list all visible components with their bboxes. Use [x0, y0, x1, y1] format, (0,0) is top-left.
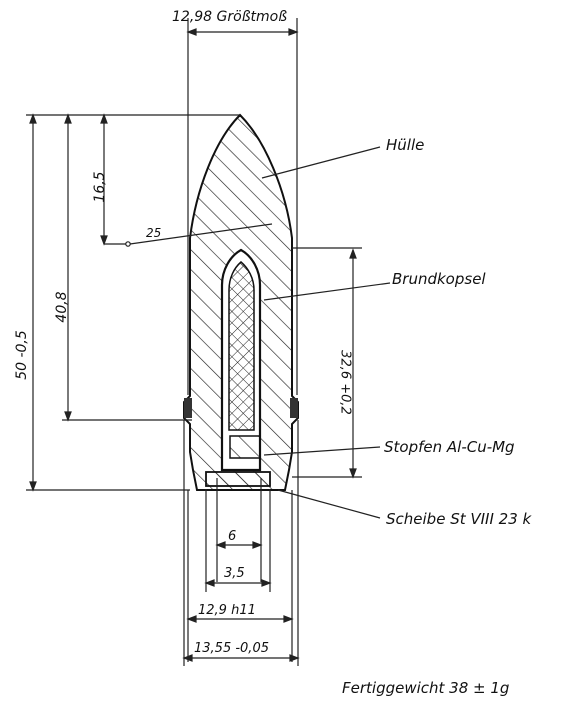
ogive-length-label: 16,5	[92, 171, 108, 203]
projectile-body	[183, 113, 299, 491]
core-length-label: 32,6 +0,2	[337, 350, 353, 415]
radius-label: 25	[146, 226, 162, 240]
plug	[229, 435, 261, 459]
washer-label: Scheibe St VIII 23 k	[386, 510, 532, 528]
bore-outer-label: 3,5	[224, 566, 245, 581]
left-dimension-lines	[26, 113, 273, 492]
primer-label: Brundkopsel	[392, 270, 486, 288]
leader-lines	[261, 146, 391, 519]
body-length-label: 40,8	[54, 291, 70, 323]
bottom-dimension-lines	[182, 420, 300, 666]
top-width-label: 12,98 Größtmoß	[172, 9, 288, 25]
shell-label: Hülle	[386, 136, 425, 154]
overall-length-label: 50 -0,5	[14, 330, 30, 380]
washer	[205, 471, 271, 487]
top-dimension-lines	[186, 18, 299, 395]
finished-weight-label: Fertiggewicht 38 ± 1g	[342, 679, 510, 697]
plug-label: Stopfen Al-Cu-Mg	[384, 438, 515, 456]
band-inner-label: 12,9 h11	[198, 603, 256, 618]
bore-inner-label: 6	[228, 529, 237, 544]
band-outer-label: 13,55 -0,05	[194, 641, 269, 656]
